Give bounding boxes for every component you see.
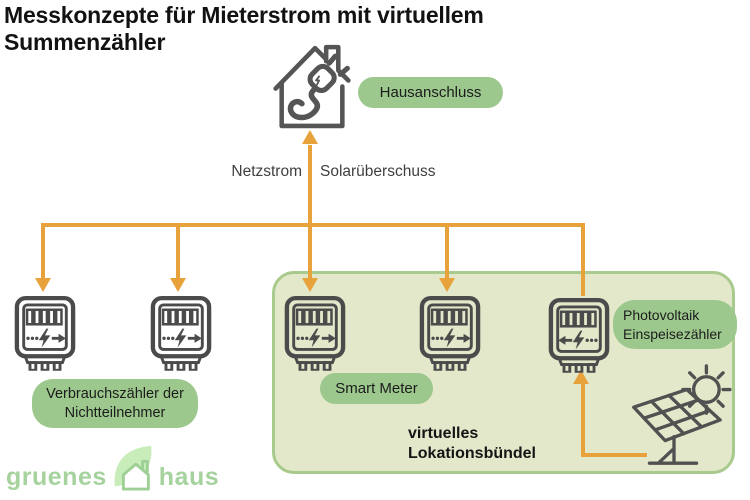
logo-text-right: haus <box>158 463 220 491</box>
arrow-down-meter4 <box>439 278 455 292</box>
hausanschluss-label: Hausanschluss <box>358 77 503 108</box>
netzstrom-label: Netzstrom <box>231 163 302 180</box>
line-drop-pv-meter <box>581 223 585 296</box>
solar-panel-with-sun-icon <box>610 364 738 472</box>
arrow-up-pv-meter <box>573 370 589 384</box>
line-house-vertical <box>308 145 312 278</box>
pv-feed-in-meter-icon <box>548 296 610 374</box>
pv-meter-label: Photovoltaik Einspeisezähler <box>613 300 737 349</box>
verbrauchszaehler-label: Verbrauchszähler der Nichtteilnehmer <box>32 379 198 428</box>
consumption-meter-icon-1 <box>14 294 76 372</box>
consumption-meter-icon-2 <box>150 294 212 372</box>
line-trunk-horizontal <box>41 223 585 227</box>
page-title: Messkonzepte für Mieterstrom mit virtuel… <box>4 2 484 55</box>
smart-meter-icon-1 <box>284 294 346 372</box>
bundle-label: virtuelles Lokationsbündel <box>408 425 536 462</box>
leaf-house-logo-icon <box>114 445 152 491</box>
line-pv-vertical <box>581 384 585 455</box>
line-drop-meter4 <box>445 223 449 278</box>
house-with-plug-icon <box>268 37 354 130</box>
gruenes-haus-logo: gruenes haus <box>6 443 219 493</box>
smart-meter-label: Smart Meter <box>320 373 433 404</box>
arrow-down-meter3 <box>302 278 318 292</box>
solarueberschuss-label: Solarüberschuss <box>320 163 436 180</box>
smart-meter-icon-2 <box>419 294 481 372</box>
arrow-down-meter2 <box>170 278 186 292</box>
line-pv-horizontal <box>581 453 647 457</box>
logo-text-left: gruenes <box>6 463 107 491</box>
arrow-down-meter1 <box>35 278 51 292</box>
arrow-up-to-house <box>302 130 318 144</box>
line-drop-meter2 <box>176 223 180 278</box>
line-drop-meter1 <box>41 223 45 278</box>
